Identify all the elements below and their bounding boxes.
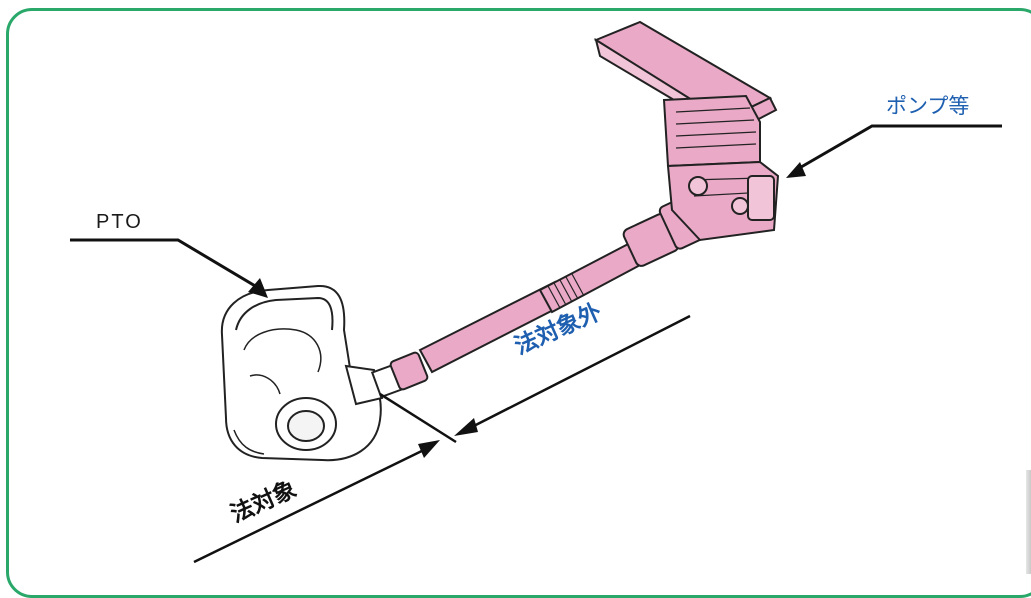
pump-assembly xyxy=(593,20,780,242)
boundary-lines xyxy=(193,314,691,564)
pump-pointer xyxy=(786,124,1002,178)
drivetrain-illustration xyxy=(70,20,1002,564)
pump-label: ポンプ等 xyxy=(886,94,970,118)
drive-shaft xyxy=(418,192,714,374)
pto-housing xyxy=(220,284,384,462)
frame-shadow xyxy=(1026,470,1031,574)
pto-coupling xyxy=(370,351,429,399)
pto-label: PTO xyxy=(96,211,143,233)
pto-pointer xyxy=(70,238,268,298)
